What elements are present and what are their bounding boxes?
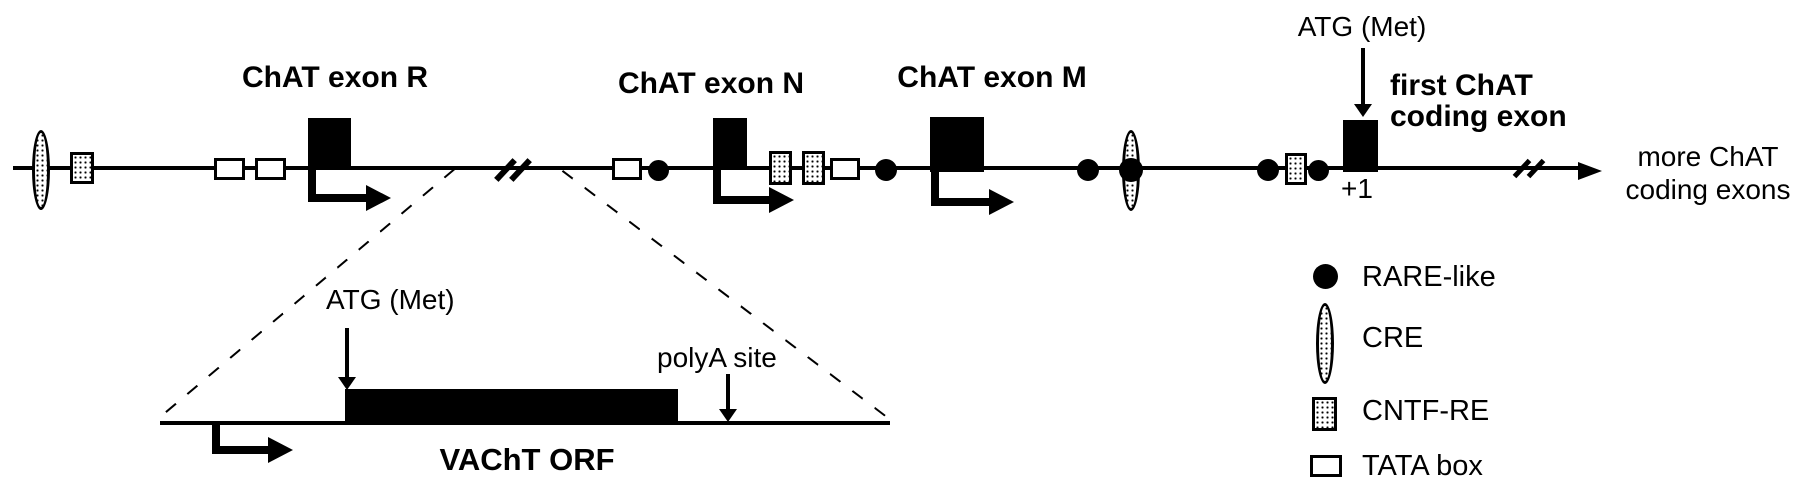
main-axis-line xyxy=(13,166,1583,170)
tata-box-marker xyxy=(612,158,642,180)
plus-one-label: +1 xyxy=(1341,173,1373,204)
exon-n-tss-arrowhead-icon xyxy=(769,187,794,213)
first-coding-exon-box xyxy=(1343,120,1378,172)
more-coding-exons-line1: more ChAT xyxy=(1637,141,1779,172)
first-coding-exon-label: first ChAT coding exon xyxy=(1390,70,1567,132)
cntf-re-marker xyxy=(1285,153,1307,185)
exon-r-tss-arrow-shaft xyxy=(308,168,316,202)
rare-like-marker xyxy=(648,160,669,181)
rare-like-marker xyxy=(1119,158,1143,182)
vacht-atg-arrow-shaft xyxy=(345,328,349,380)
main-axis-arrowhead-icon xyxy=(1578,162,1602,180)
legend-label-cre: CRE xyxy=(1362,322,1424,354)
legend-label-tata-box: TATA box xyxy=(1362,450,1483,482)
polya-arrow-shaft xyxy=(726,374,730,412)
exon-n-tss-arrow-shaft xyxy=(713,196,771,204)
exon-n-box xyxy=(713,118,747,170)
atg-arrowhead-icon xyxy=(1354,104,1372,117)
exon-m-tss-arrowhead-icon xyxy=(989,189,1014,215)
vacht-orf-box xyxy=(345,389,678,422)
atg-arrow-shaft xyxy=(1361,48,1365,106)
more-coding-exons-line2: coding exons xyxy=(1625,174,1791,205)
expansion-dashed-line-right xyxy=(561,170,888,418)
polya-arrowhead-icon xyxy=(719,409,737,422)
tata-box-marker xyxy=(830,158,860,180)
tata-box-marker xyxy=(255,158,286,180)
exon-m-tss-arrow-shaft xyxy=(931,198,991,206)
exon-m-label: ChAT exon M xyxy=(897,61,1087,94)
exon-r-label: ChAT exon R xyxy=(241,61,429,94)
vacht-atg-met-label: ATG (Met) xyxy=(326,284,455,315)
exon-n-label: ChAT exon N xyxy=(617,67,805,100)
cre-marker xyxy=(32,130,50,210)
cntf-re-marker xyxy=(802,151,825,185)
vacht-tss-arrowhead-icon xyxy=(268,437,293,463)
rare-like-marker xyxy=(875,159,897,181)
exon-n-tss-arrow-shaft xyxy=(713,168,721,204)
exon-r-tss-arrow-shaft xyxy=(308,194,368,202)
vacht-orf-label: VAChT ORF xyxy=(439,442,615,477)
cntf-re-marker xyxy=(769,151,792,185)
vacht-atg-arrowhead-icon xyxy=(338,377,356,390)
polya-site-label: polyA site xyxy=(657,342,777,373)
more-coding-exons-label: more ChAT coding exons xyxy=(1625,140,1790,206)
cntf-re-marker xyxy=(70,152,94,184)
vacht-axis-line xyxy=(160,421,890,425)
cre-legend-icon xyxy=(1316,303,1334,384)
vacht-tss-arrow-shaft xyxy=(212,423,220,454)
exon-m-box xyxy=(930,117,984,172)
vacht-tss-arrow-shaft xyxy=(212,446,270,454)
rare-like-marker xyxy=(1308,160,1329,181)
rare-like-marker xyxy=(1257,159,1279,181)
exon-r-box xyxy=(308,118,351,170)
first-coding-exon-label-line1: first ChAT xyxy=(1390,69,1533,102)
rare-like-legend-icon xyxy=(1313,264,1338,289)
legend-label-cntf-re: CNTF-RE xyxy=(1362,395,1490,427)
first-coding-exon-label-line2: coding exon xyxy=(1390,100,1567,133)
rare-like-marker xyxy=(1077,159,1099,181)
cntf-re-legend-icon xyxy=(1312,397,1337,431)
tata-box-legend-icon xyxy=(1310,455,1342,477)
legend-label-rare-like: RARE-like xyxy=(1362,261,1496,293)
exon-r-tss-arrowhead-icon xyxy=(366,185,391,211)
exon-m-tss-arrow-shaft xyxy=(931,170,939,206)
atg-met-label: ATG (Met) xyxy=(1297,11,1427,42)
tata-box-marker xyxy=(214,158,245,180)
